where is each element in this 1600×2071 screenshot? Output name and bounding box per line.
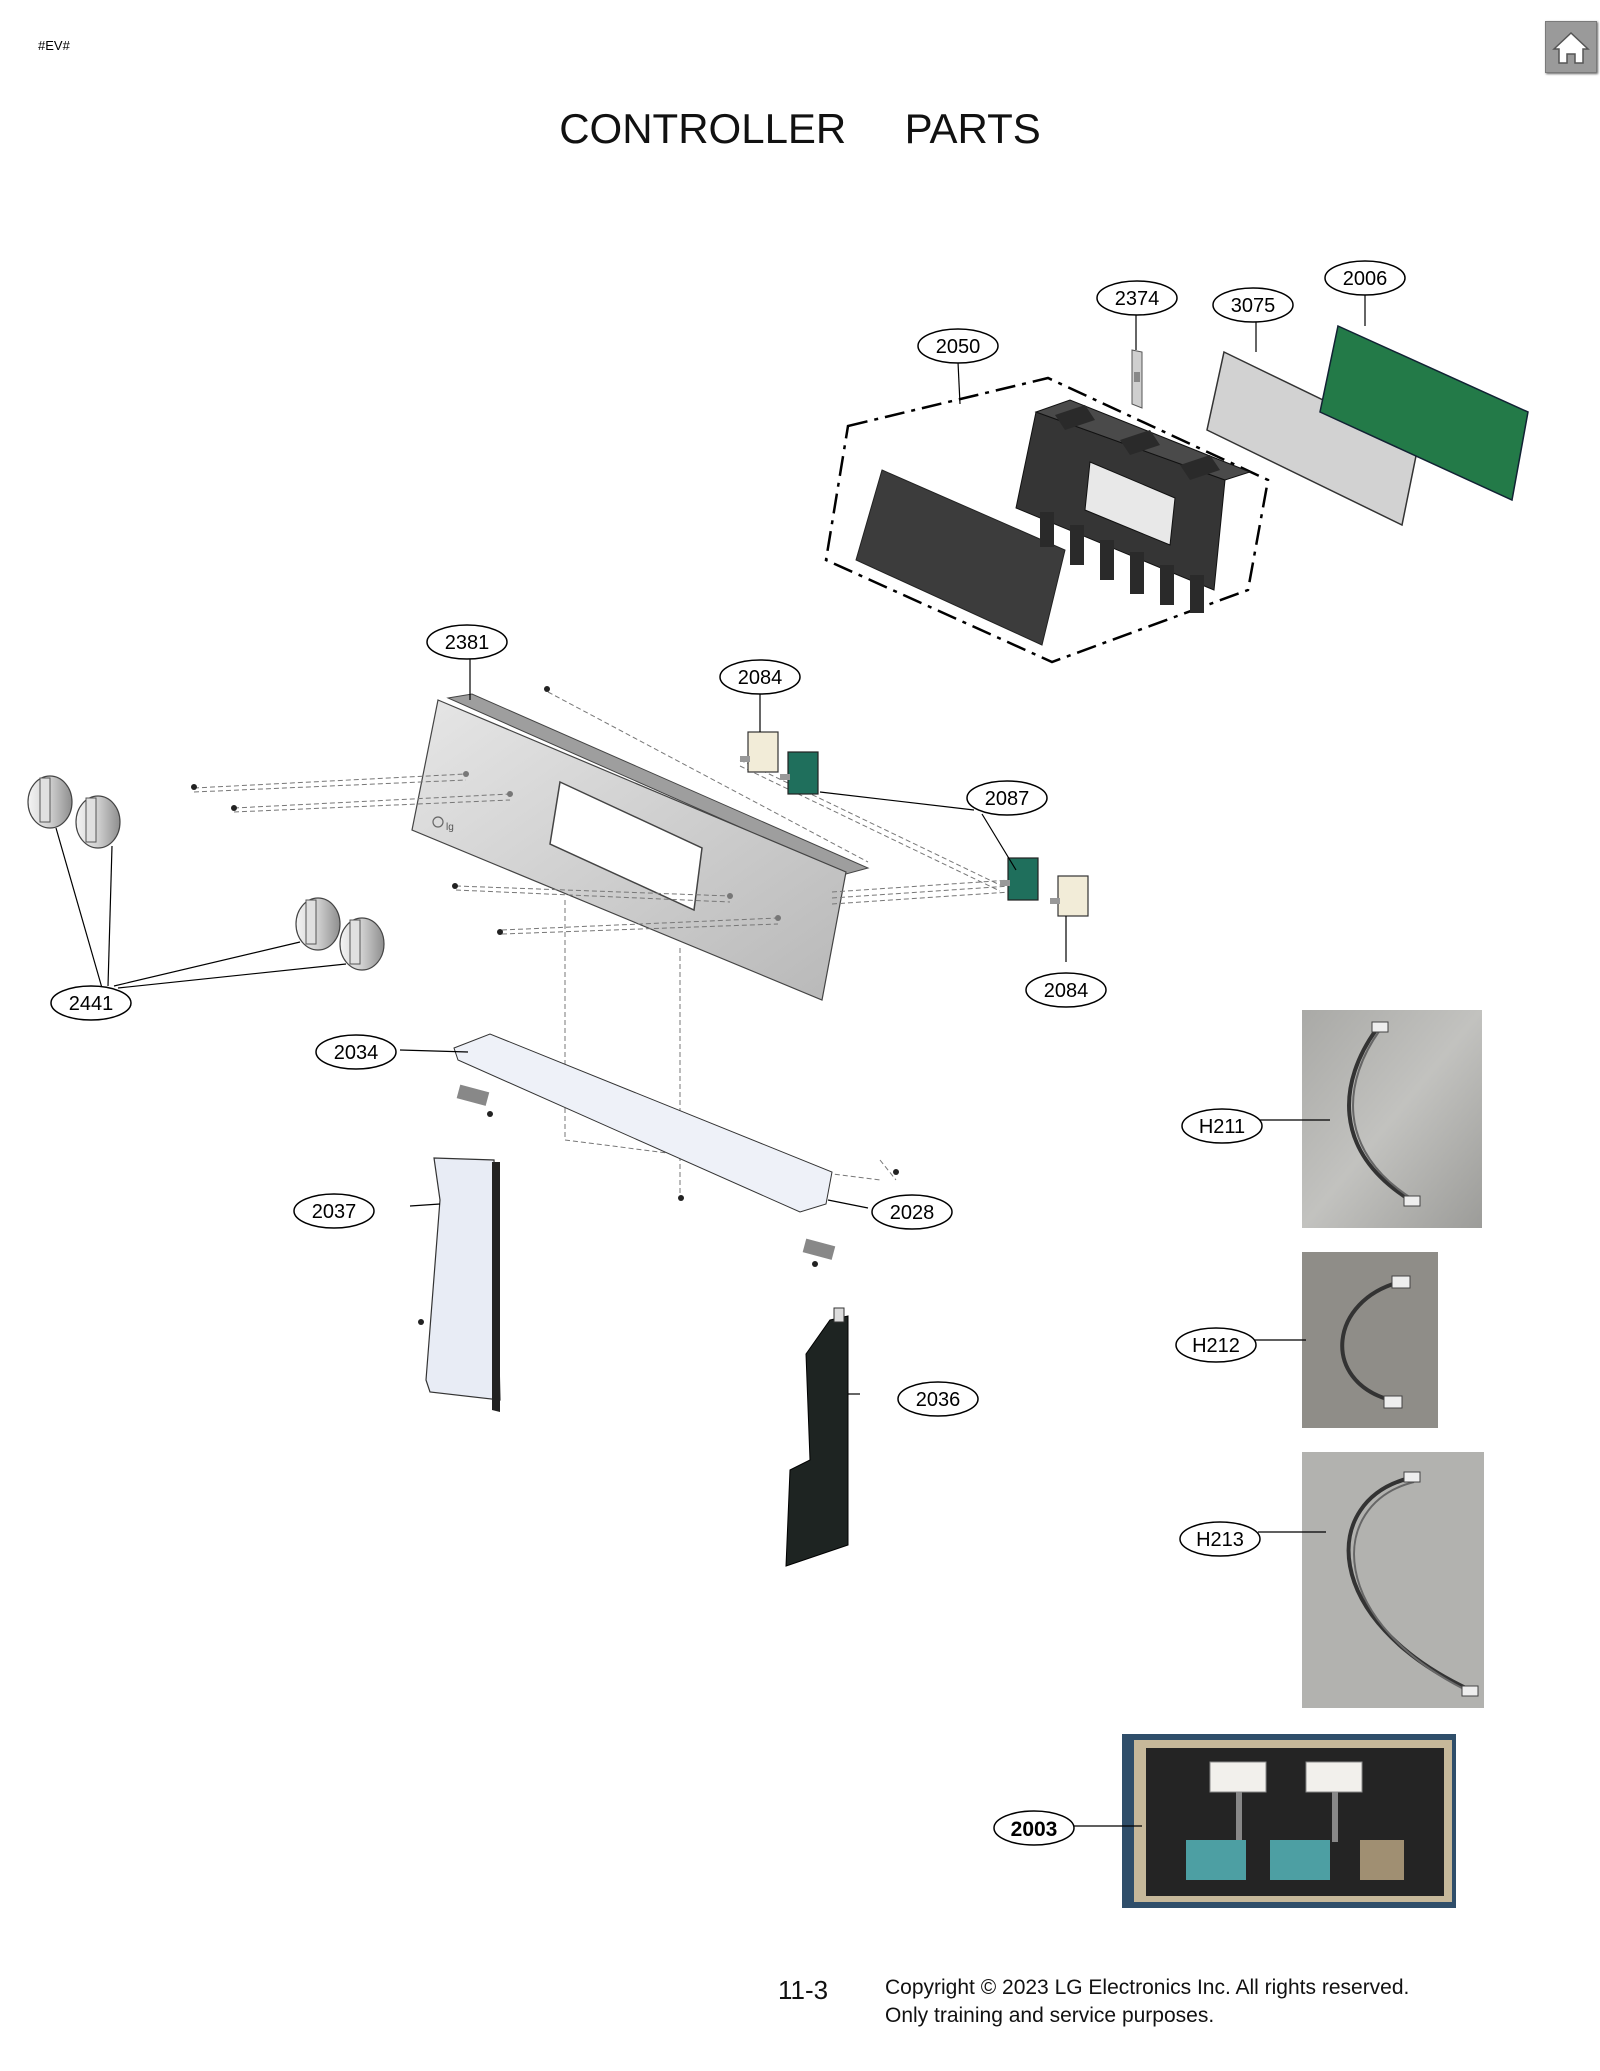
pcb-2006-part [1319, 324, 1529, 502]
callout-2050: 2050 [917, 328, 999, 364]
callout-2381: 2381 [426, 624, 508, 660]
callout-h211-label: H211 [1199, 1116, 1245, 1138]
callout-2036: 2036 [897, 1381, 979, 1417]
harness-h211-photo [1302, 1010, 1482, 1228]
display-window-part [855, 469, 1066, 646]
switches [740, 731, 1089, 917]
knob-1 [27, 775, 73, 829]
page-title: CONTROLLER PARTS [559, 105, 1041, 152]
bracket-2036-part [785, 1307, 849, 1567]
callout-h211: H211 [1181, 1108, 1263, 1144]
callout-2050-label: 2050 [936, 336, 981, 358]
knob-3 [295, 897, 341, 951]
display-assembly [824, 324, 1529, 664]
callout-2006-label: 2006 [1343, 268, 1388, 290]
callout-2028-label: 2028 [890, 1202, 935, 1224]
exploded-parts-diagram: lg [27, 260, 1529, 1908]
bracket-2374-part [1131, 349, 1143, 409]
callout-2036-label: 2036 [916, 1389, 961, 1411]
knobs [27, 775, 385, 971]
callout-2003: 2003 [993, 1810, 1075, 1846]
assembly-lines [193, 691, 1011, 1200]
switch-upper-beige [740, 731, 779, 773]
switch-lower-beige [1050, 875, 1089, 917]
harness-h213-photo [1302, 1452, 1484, 1708]
callout-2003-label: 2003 [1011, 1818, 1058, 1841]
callout-2087-label: 2087 [985, 788, 1030, 810]
leader-lines [55, 295, 1366, 1827]
knob-2 [75, 795, 121, 849]
callout-2084-lower: 2084 [1025, 972, 1107, 1008]
copyright-notice: Copyright © 2023 LG Electronics Inc. All… [885, 1974, 1409, 2030]
callout-3075: 3075 [1212, 287, 1294, 323]
callout-2034-label: 2034 [334, 1042, 379, 1064]
callout-2441-label: 2441 [69, 993, 114, 1015]
callout-2084-lower-label: 2084 [1044, 980, 1089, 1002]
page-number: 11-3 [778, 1975, 829, 2005]
svg-text:lg: lg [446, 822, 454, 833]
home-button[interactable] [1545, 21, 1597, 73]
callout-2028: 2028 [871, 1194, 953, 1230]
callout-2084-upper: 2084 [719, 659, 801, 695]
callout-h213-label: H213 [1196, 1529, 1244, 1551]
kit-2003-photo [1122, 1734, 1456, 1908]
home-icon [1552, 31, 1590, 64]
callout-2034: 2034 [315, 1034, 397, 1070]
switch-lower-green [1000, 857, 1039, 901]
screws [191, 686, 899, 1471]
control-panel-part: lg [411, 693, 870, 1001]
callout-2037: 2037 [293, 1193, 375, 1229]
display-frame-part [1015, 399, 1252, 613]
copyright-line-2: Only training and service purposes. [885, 2004, 1215, 2027]
knob-4 [339, 917, 385, 971]
bracket-2037-part [425, 1157, 501, 1412]
page-tag: #EV# [38, 38, 70, 53]
bracket-2034-part [453, 1033, 836, 1260]
callout-2087: 2087 [966, 780, 1048, 816]
copyright-line-1: Copyright © 2023 LG Electronics Inc. All… [885, 1976, 1410, 1999]
callout-h213: H213 [1179, 1521, 1261, 1557]
callout-2374: 2374 [1096, 280, 1178, 316]
switch-upper-green [780, 751, 819, 795]
callout-2381-label: 2381 [445, 632, 490, 654]
callout-2037-label: 2037 [312, 1201, 357, 1223]
callout-2006: 2006 [1324, 260, 1406, 296]
callout-2084-upper-label: 2084 [738, 667, 783, 689]
callout-h212: H212 [1175, 1327, 1257, 1363]
callout-2441: 2441 [50, 985, 132, 1021]
callout-2374-label: 2374 [1115, 288, 1160, 310]
callout-h212-label: H212 [1192, 1335, 1240, 1357]
callout-3075-label: 3075 [1231, 295, 1276, 317]
harness-h212-photo [1302, 1252, 1438, 1428]
